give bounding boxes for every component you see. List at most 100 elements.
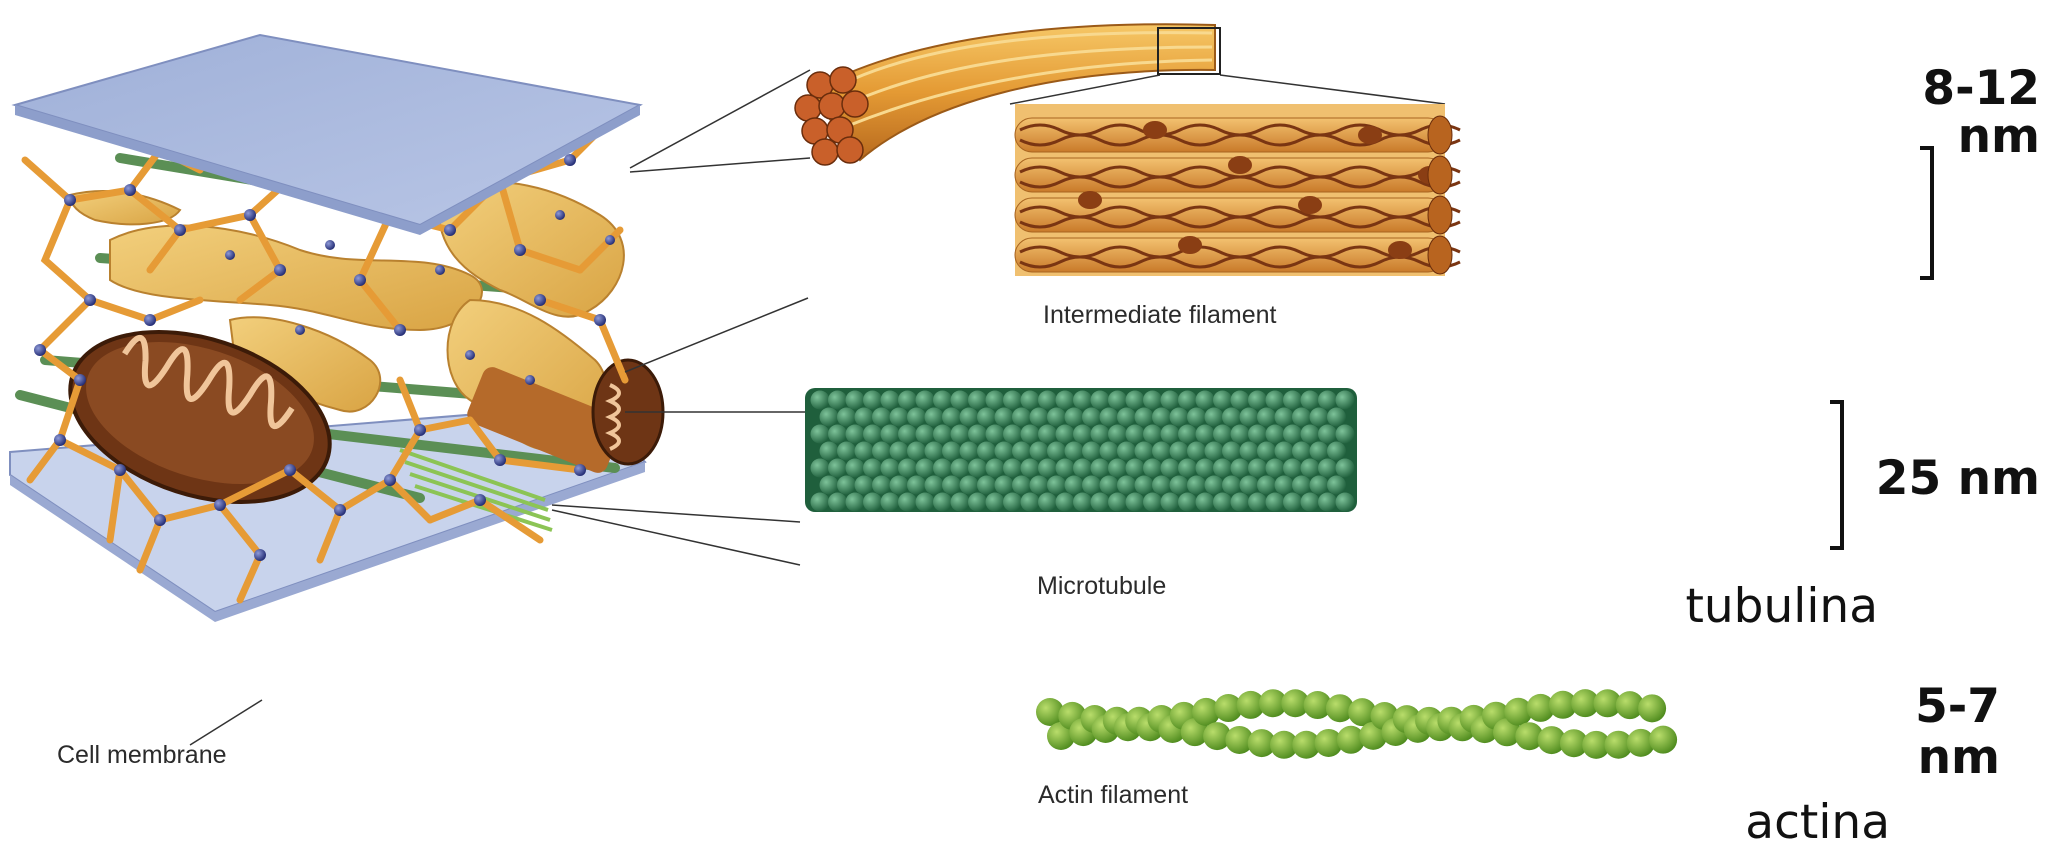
tubulin-bead [951, 459, 970, 478]
tubulin-bead [1038, 425, 1057, 444]
tubulin-bead [942, 476, 961, 495]
tubulin-bead [863, 391, 882, 410]
tubulin-bead [890, 408, 909, 427]
tubulin-bead [1003, 391, 1022, 410]
tubulin-bead [1196, 391, 1215, 410]
intermediate-filament-illustration [795, 24, 1460, 276]
tubulin-bead [1091, 459, 1110, 478]
tubulin-bead [1143, 391, 1162, 410]
zoomed-strands [1015, 104, 1460, 276]
tubulin-bead [1012, 442, 1031, 461]
tubulin-bead [1318, 459, 1337, 478]
tubulin-bead [1073, 391, 1092, 410]
tubulin-bead [1003, 459, 1022, 478]
tubulin-bead [828, 425, 847, 444]
tubulin-bead [1231, 459, 1250, 478]
tubulin-bead [1152, 442, 1171, 461]
tubulin-bead [968, 459, 987, 478]
tubulin-bead [846, 425, 865, 444]
tubulin-bead [1073, 425, 1092, 444]
tubulin-bead [1126, 459, 1145, 478]
protein-tubulina: tubulina [1685, 579, 1878, 634]
tubulin-bead [1187, 476, 1206, 495]
tubulin-bead [1143, 493, 1162, 512]
measurement-intermediate-line2: nm [1958, 109, 2040, 164]
tubulin-bead [1065, 408, 1084, 427]
tubulin-bead [811, 425, 830, 444]
tubulin-bead [1257, 442, 1276, 461]
tubulin-bead [1143, 459, 1162, 478]
tubulin-bead [1301, 493, 1320, 512]
tubulin-bead [1248, 493, 1267, 512]
tubulin-bead [1205, 442, 1224, 461]
tubulin-bead [1310, 408, 1329, 427]
tubulin-bead [1152, 408, 1171, 427]
tubulin-bead [1100, 476, 1119, 495]
tubulin-bead [1231, 425, 1250, 444]
tubulin-bead [925, 408, 944, 427]
tubulin-bead [1213, 459, 1232, 478]
tubulin-bead [1178, 391, 1197, 410]
tubulin-bead [1135, 408, 1154, 427]
tubulin-bead [1275, 408, 1294, 427]
label-intermediate-filament: Intermediate filament [1043, 301, 1277, 329]
tubulin-bead [1213, 493, 1232, 512]
tubulin-bead [951, 493, 970, 512]
tubulin-bead [1030, 442, 1049, 461]
tubulin-bead [1056, 493, 1075, 512]
tubulin-bead [1205, 408, 1224, 427]
tubulin-bead [1213, 425, 1232, 444]
measurement-microtubule: 25 nm [1876, 451, 2040, 506]
tubulin-bead [881, 459, 900, 478]
tubulin-bead [925, 442, 944, 461]
tubulin-bead [1266, 493, 1285, 512]
tubulin-bead [907, 442, 926, 461]
tubulin-bead [1003, 493, 1022, 512]
tubulin-bead [960, 408, 979, 427]
tubulin-bead [1327, 408, 1346, 427]
tubulin-bead [960, 476, 979, 495]
tubulin-bead [1327, 476, 1346, 495]
tubulin-bead [986, 459, 1005, 478]
tubulin-bead [1143, 425, 1162, 444]
tubulin-bead [1231, 391, 1250, 410]
tubulin-bead [1248, 459, 1267, 478]
tubulin-bead [1161, 425, 1180, 444]
tubulin-bead [855, 408, 874, 427]
tubulin-bead [1240, 442, 1259, 461]
tubulin-bead [1073, 493, 1092, 512]
tubulin-bead [995, 476, 1014, 495]
tubulin-bead [1283, 391, 1302, 410]
tubulin-bead [1178, 459, 1197, 478]
tubulin-bead [1012, 408, 1031, 427]
tubulin-bead [898, 493, 917, 512]
label-microtubule: Microtubule [1037, 572, 1166, 600]
tubulin-bead [933, 459, 952, 478]
tubulin-bead [1161, 459, 1180, 478]
tubulin-bead [1196, 459, 1215, 478]
tubulin-bead [1021, 425, 1040, 444]
tubulin-bead [811, 391, 830, 410]
tubulin-bead [933, 493, 952, 512]
tubulin-bead [863, 425, 882, 444]
tubulin-bead [1073, 459, 1092, 478]
measurement-intermediate-line1: 8-12 [1922, 61, 2040, 116]
tubulin-bead [1318, 493, 1337, 512]
tubulin-bead [898, 391, 917, 410]
tubulin-bead [1248, 425, 1267, 444]
tubulin-bead [828, 493, 847, 512]
tubulin-bead [1292, 476, 1311, 495]
tubulin-bead [1091, 425, 1110, 444]
tubulin-bead [960, 442, 979, 461]
tubulin-bead [1135, 476, 1154, 495]
tubulin-bead [1170, 476, 1189, 495]
tubulin-bead [986, 425, 1005, 444]
tubulin-bead [907, 408, 926, 427]
tubulin-bead [1248, 391, 1267, 410]
tubulin-bead [916, 493, 935, 512]
tubulin-bead [916, 459, 935, 478]
tubulin-bead [1222, 476, 1241, 495]
tubulin-bead [1301, 391, 1320, 410]
tubulin-bead [863, 493, 882, 512]
tubulin-bead [977, 408, 996, 427]
